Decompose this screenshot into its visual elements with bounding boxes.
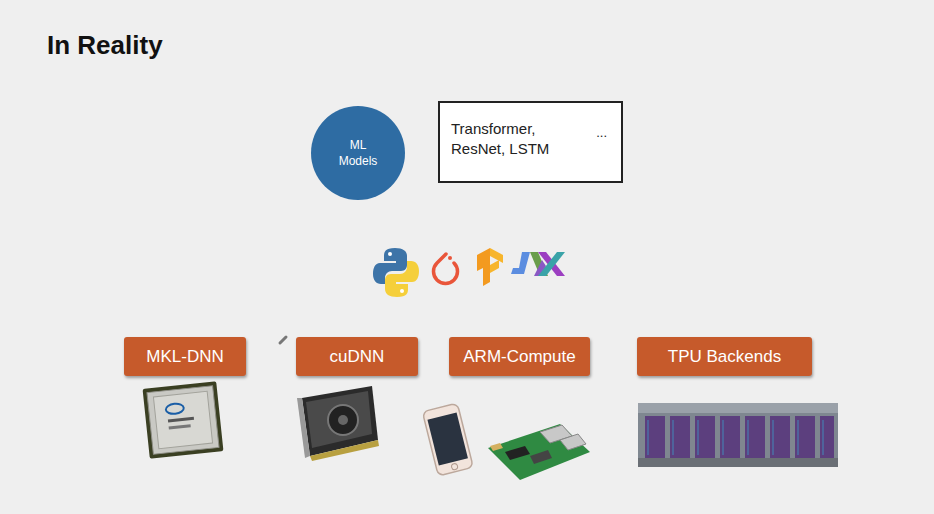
ellipsis-mark: ...	[596, 125, 607, 140]
library-label: TPU Backends	[660, 347, 789, 367]
pytorch-logo	[433, 254, 457, 283]
library-label: cuDNN	[322, 347, 393, 367]
library-box: TPU Backends	[637, 337, 812, 376]
jax-logo	[511, 252, 565, 276]
python-logo	[373, 248, 419, 297]
slide-title: In Reality	[47, 30, 163, 61]
circle-shape	[310, 105, 406, 201]
tpu-pod	[638, 403, 838, 467]
library-box: cuDNN	[296, 337, 418, 376]
smartphone	[422, 403, 473, 476]
xeon-chip	[143, 381, 224, 458]
library-box: ARM-Compute	[449, 337, 590, 376]
library-label: MKL-DNN	[138, 347, 231, 367]
model-names: Transformer, ResNet, LSTM	[451, 119, 569, 158]
model-list-box: Transformer, ResNet, LSTM...	[438, 101, 623, 183]
library-label: ARM-Compute	[455, 347, 583, 367]
circle-label: ML Models	[333, 137, 383, 169]
model-circle: ML Models	[310, 105, 406, 201]
gpu-card	[297, 386, 379, 461]
tensorflow-logo	[477, 248, 503, 286]
library-box: MKL-DNN	[124, 337, 246, 376]
raspberry-pi	[488, 424, 590, 480]
cursor	[280, 337, 286, 343]
